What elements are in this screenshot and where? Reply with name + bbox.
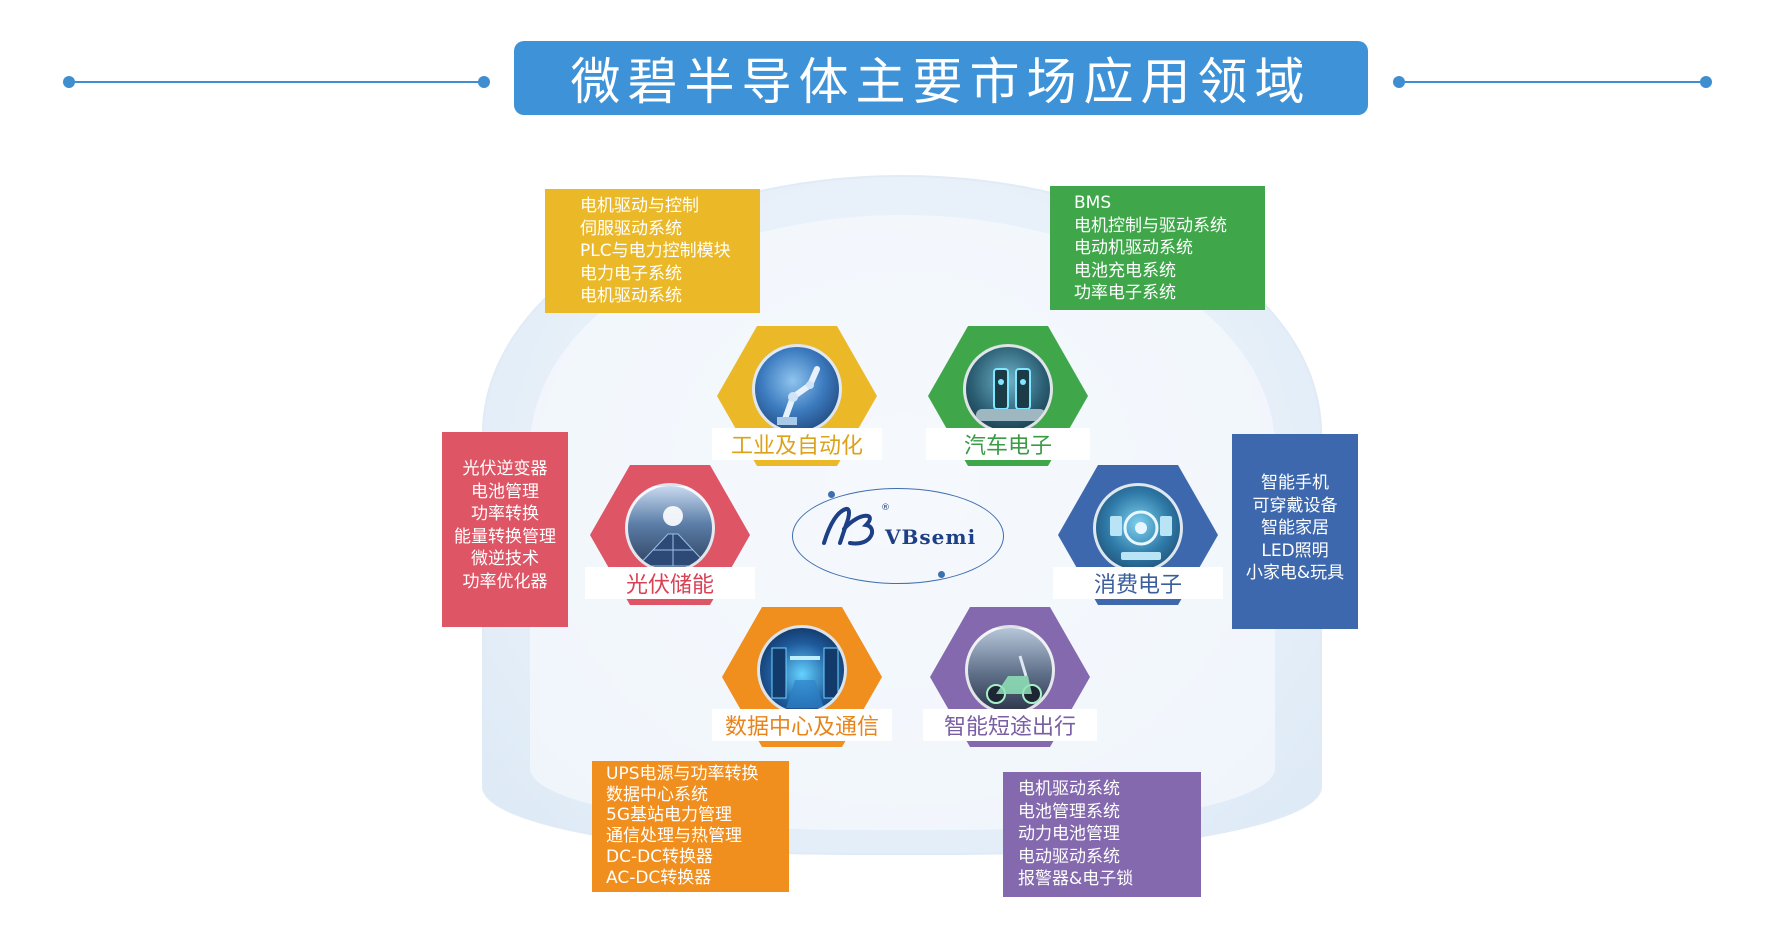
automotive-item: 电池充电系统 <box>1074 260 1176 281</box>
consumer-item: LED照明 <box>1261 540 1329 561</box>
logo-ring-dot-bottom <box>938 571 945 578</box>
consumer-info-box: 智能手机 可穿戴设备 智能家居 LED照明 小家电&玩具 <box>1232 434 1358 629</box>
consumer-hexagon: 消费电子 <box>1053 465 1223 605</box>
datacenter-item: 5G基站电力管理 <box>606 805 732 826</box>
logo-text: VBsemi <box>885 525 977 549</box>
industrial-hexagon: 工业及自动化 <box>712 326 882 466</box>
automotive-item: 电机控制与驱动系统 <box>1074 215 1227 236</box>
mobility-item: 电池管理系统 <box>1018 801 1120 822</box>
industrial-item: 伺服驱动系统 <box>580 218 682 239</box>
smart-home-icon <box>1093 483 1183 573</box>
solar-item: 微逆技术 <box>471 549 539 569</box>
datacenter-item: UPS电源与功率转换 <box>606 764 759 784</box>
solar-item: 功率优化器 <box>462 571 548 592</box>
datacenter-label: 数据中心及通信 <box>712 709 892 741</box>
ev-charging-icon <box>963 344 1053 434</box>
mobility-item: 动力电池管理 <box>1018 824 1120 844</box>
mobility-hexagon: 智能短途出行 <box>923 607 1097 747</box>
consumer-item: 小家电&玩具 <box>1245 563 1345 583</box>
consumer-item: 智能家居 <box>1261 518 1329 538</box>
vbsemi-logo-icon <box>822 506 875 546</box>
mobility-info-box: 电机驱动系统 电池管理系统 动力电池管理 电动驱动系统 报警器&电子锁 <box>1003 772 1201 897</box>
solar-info-box: 光伏逆变器 电池管理 功率转换 能量转换管理 微逆技术 功率优化器 <box>442 432 568 627</box>
automotive-info-box: BMS 电机控制与驱动系统 电动机驱动系统 电池充电系统 功率电子系统 <box>1050 186 1265 310</box>
solar-item: 光伏逆变器 <box>462 459 548 479</box>
solar-item: 能量转换管理 <box>454 526 556 547</box>
automotive-label: 汽车电子 <box>926 428 1090 460</box>
mobility-label: 智能短途出行 <box>923 709 1097 741</box>
solar-panel-icon <box>625 483 715 573</box>
header-left-inner-dot <box>478 76 490 88</box>
industrial-label: 工业及自动化 <box>712 428 882 460</box>
industrial-item: 电力电子系统 <box>580 263 682 284</box>
consumer-item: 可穿戴设备 <box>1252 495 1338 516</box>
logo-ring-dot-top <box>828 491 835 498</box>
server-room-icon <box>757 625 847 715</box>
datacenter-hexagon: 数据中心及通信 <box>712 607 892 747</box>
header-left-line <box>69 81 482 83</box>
e-scooter-icon <box>965 625 1055 715</box>
consumer-item: 智能手机 <box>1261 473 1329 493</box>
datacenter-info-box: UPS电源与功率转换 数据中心系统 5G基站电力管理 通信处理与热管理 DC-D… <box>592 761 789 892</box>
industrial-item: 电机驱动与控制 <box>580 196 699 216</box>
logo-ring <box>792 488 1004 584</box>
mobility-item: 电机驱动系统 <box>1018 779 1120 799</box>
logo-registered-mark: ® <box>881 503 890 513</box>
mobility-item: 电动驱动系统 <box>1018 846 1120 867</box>
mobility-item: 报警器&电子锁 <box>1018 869 1134 889</box>
solar-label: 光伏储能 <box>585 567 755 599</box>
industrial-info-box: 电机驱动与控制 伺服驱动系统 PLC与电力控制模块 电力电子系统 电机驱动系统 <box>545 189 760 313</box>
page-title: 微碧半导体主要市场应用领域 <box>514 41 1368 115</box>
datacenter-item: 数据中心系统 <box>606 784 708 805</box>
automotive-item: 电动机驱动系统 <box>1074 238 1193 258</box>
header-right-dot <box>1700 76 1712 88</box>
automotive-item: BMS <box>1074 193 1112 213</box>
robot-arm-icon <box>752 344 842 434</box>
solar-item: 电池管理 <box>471 481 539 502</box>
industrial-item: PLC与电力控制模块 <box>580 241 731 261</box>
solar-item: 功率转换 <box>471 504 539 524</box>
industrial-item: 电机驱动系统 <box>580 286 682 306</box>
consumer-label: 消费电子 <box>1053 567 1223 599</box>
datacenter-item: 通信处理与热管理 <box>606 826 742 847</box>
automotive-hexagon: 汽车电子 <box>926 326 1090 466</box>
datacenter-item: DC-DC转换器 <box>606 846 714 867</box>
header-right-line <box>1399 81 1704 83</box>
datacenter-item: AC-DC转换器 <box>606 867 712 888</box>
automotive-item: 功率电子系统 <box>1074 283 1176 303</box>
solar-hexagon: 光伏储能 <box>585 465 755 605</box>
